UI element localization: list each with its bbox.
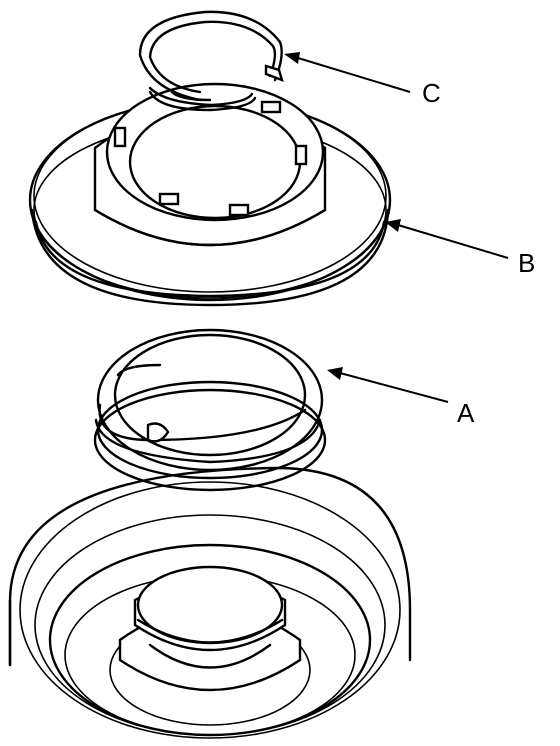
callout-label-b: B [518,248,535,278]
callout-label-a: A [457,398,475,428]
spring-retainer [28,82,392,307]
retainer-collar [93,82,327,247]
callout-label-c: C [422,78,441,108]
callout-c-leader [284,52,411,93]
housing-center-hub [118,565,302,692]
callout-a-leader [327,367,449,403]
callout-b-leader [385,219,509,259]
housing [8,466,412,739]
return-spring [93,328,327,492]
snap-ring [138,10,284,112]
